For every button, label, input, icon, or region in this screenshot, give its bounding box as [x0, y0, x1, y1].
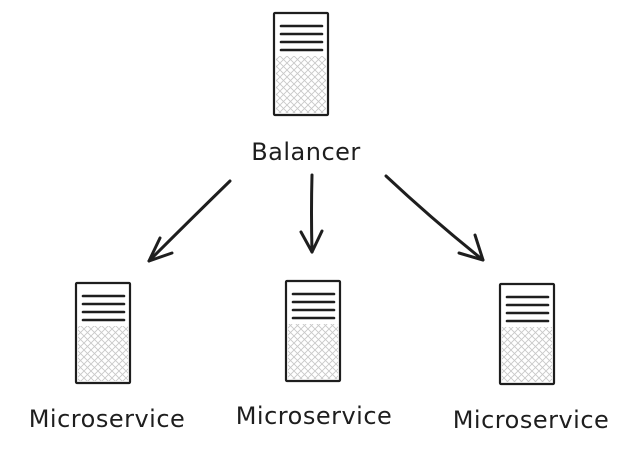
microservice-node-2: Microservice	[236, 279, 393, 430]
arrow-to-microservice-1	[147, 179, 232, 263]
microservice-node-3: Microservice	[453, 282, 610, 434]
microservice-label: Microservice	[236, 402, 393, 430]
balancer-node: Balancer	[251, 11, 361, 166]
server-icon	[74, 281, 132, 385]
microservice-label: Microservice	[453, 406, 610, 434]
balancer-label: Balancer	[251, 138, 361, 166]
server-icon	[498, 282, 556, 386]
microservice-node-1: Microservice	[29, 281, 186, 433]
microservice-label: Microservice	[29, 405, 186, 433]
arrow-to-microservice-2	[299, 173, 324, 254]
server-icon	[284, 279, 342, 383]
arrow-to-microservice-3	[384, 174, 485, 262]
server-icon	[272, 11, 330, 117]
